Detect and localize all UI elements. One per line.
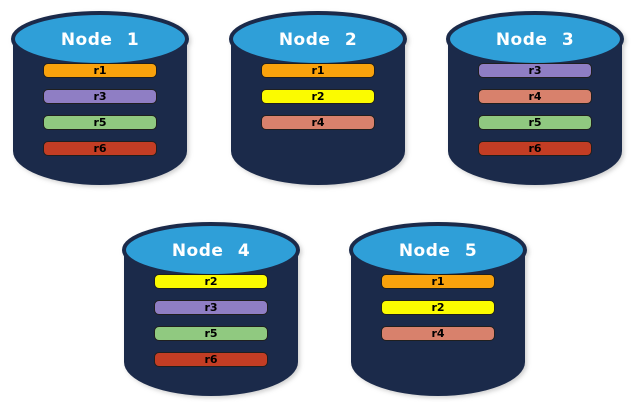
replica-bar-r2: r2 [381,300,495,315]
replica-label: r3 [528,64,542,77]
replica-list: r1 r2 r4 [381,274,495,341]
node-label: Node 5 [398,241,478,261]
replica-bar-r6: r6 [43,141,157,156]
replica-label: r3 [204,301,218,314]
replica-bar-r4: r4 [478,89,592,104]
db-node-4: Node 4 r2 r3 r5 r6 [122,216,300,400]
replica-label: r2 [311,90,325,103]
replica-label: r5 [204,327,218,340]
replica-bar-r4: r4 [261,115,375,130]
replica-bar-r2: r2 [261,89,375,104]
db-node-3: Node 3 r3 r4 r5 r6 [446,5,624,189]
replica-list: r3 r4 r5 r6 [478,63,592,156]
replica-bar-r1: r1 [43,63,157,78]
replica-bar-r3: r3 [43,89,157,104]
replica-label: r5 [93,116,107,129]
replica-label: r6 [528,142,542,155]
replica-bar-r5: r5 [43,115,157,130]
replica-bar-r1: r1 [381,274,495,289]
db-node-5: Node 5 r1 r2 r4 [349,216,527,400]
replica-label: r6 [93,142,107,155]
replica-label: r5 [528,116,542,129]
node-label: Node 2 [278,30,358,50]
replica-label: r4 [528,90,542,103]
replica-bar-r5: r5 [478,115,592,130]
db-node-1: Node 1 r1 r3 r5 r6 [11,5,189,189]
node-label: Node 1 [60,30,140,50]
replica-label: r6 [204,353,218,366]
replica-label: r1 [93,64,107,77]
replica-label: r1 [311,64,325,77]
replica-label: r2 [204,275,218,288]
replica-label: r2 [431,301,445,314]
replica-bar-r6: r6 [478,141,592,156]
node-label: Node 4 [171,241,251,261]
replica-bar-r4: r4 [381,326,495,341]
replica-bar-r2: r2 [154,274,268,289]
replica-bar-r1: r1 [261,63,375,78]
replica-list: r1 r2 r4 [261,63,375,130]
replica-list: r2 r3 r5 r6 [154,274,268,367]
node-label: Node 3 [495,30,575,50]
replica-label: r4 [311,116,325,129]
replica-label: r1 [431,275,445,288]
replica-list: r1 r3 r5 r6 [43,63,157,156]
replica-label: r3 [93,90,107,103]
replica-label: r4 [431,327,445,340]
replica-bar-r5: r5 [154,326,268,341]
replica-bar-r3: r3 [154,300,268,315]
db-node-2: Node 2 r1 r2 r4 [229,5,407,189]
replica-bar-r3: r3 [478,63,592,78]
replica-bar-r6: r6 [154,352,268,367]
